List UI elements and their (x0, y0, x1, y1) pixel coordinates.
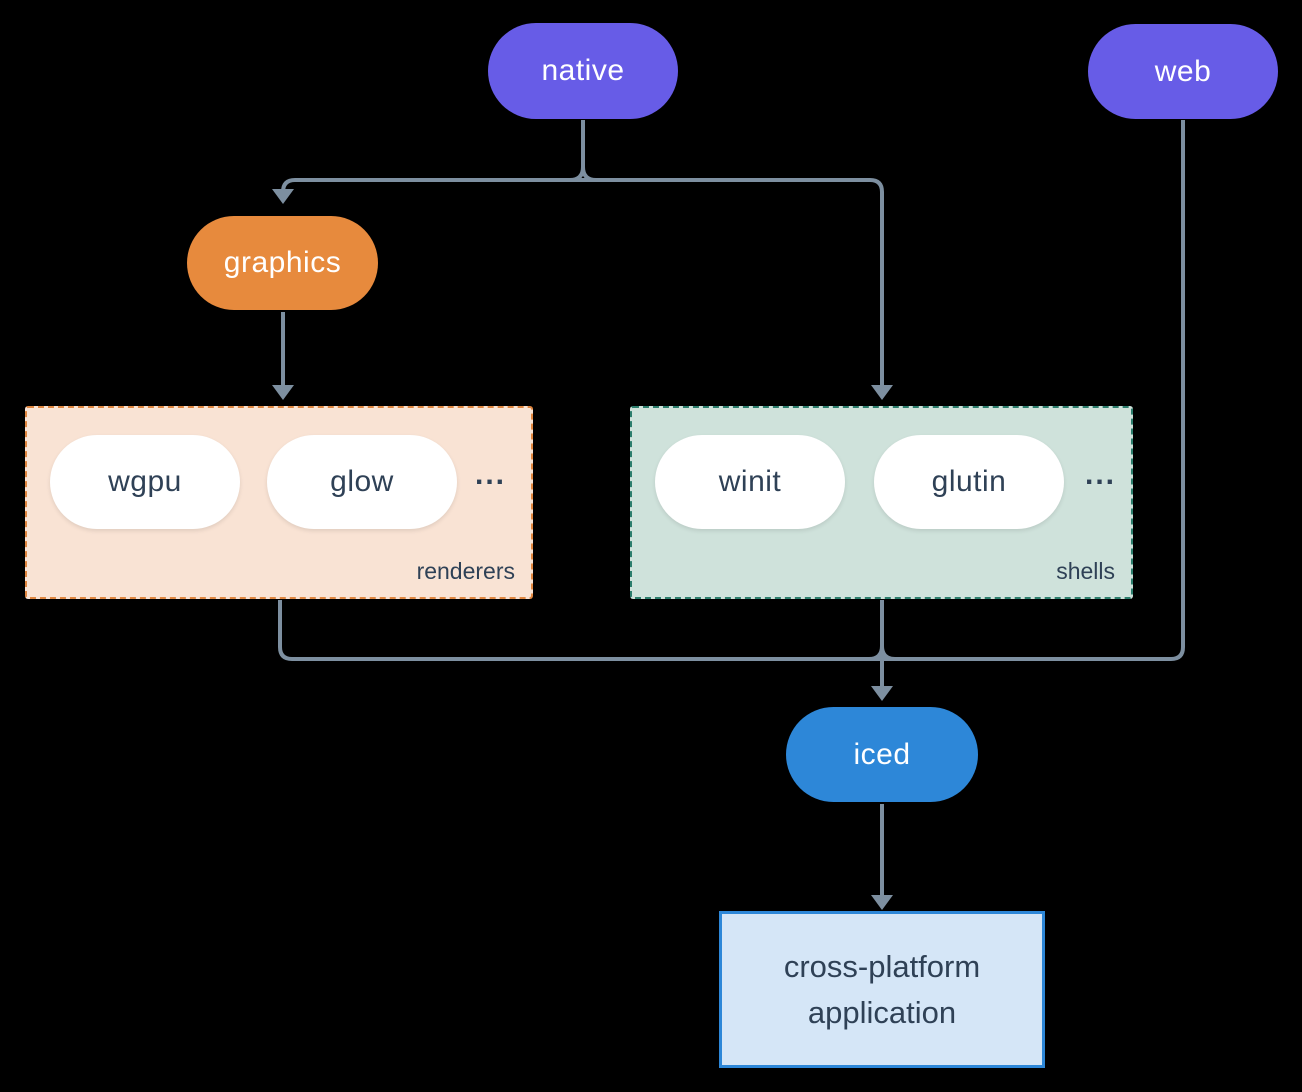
node-native: native (488, 23, 678, 119)
arrowhead-application (871, 895, 893, 910)
node-iced-label: iced (853, 737, 911, 771)
pill-wgpu-label: wgpu (108, 465, 182, 498)
pill-wgpu: wgpu (50, 435, 240, 529)
pill-winit: winit (655, 435, 845, 529)
pill-glow-label: glow (330, 465, 394, 498)
node-cross-platform-application: cross-platform application (719, 911, 1045, 1068)
edge-iced-junction-fillet-left (868, 645, 884, 661)
edge-iced-junction-fillet-right (880, 645, 896, 661)
group-shells: winit glutin ... shells (630, 406, 1133, 599)
shells-group-label: shells (1056, 558, 1115, 584)
node-graphics-label: graphics (223, 246, 342, 279)
node-web: web (1088, 24, 1278, 119)
application-label-line2: application (807, 994, 957, 1030)
group-renderers: wgpu glow ... renderers (25, 406, 533, 599)
edge-native-split-fillet-right (581, 166, 597, 182)
node-native-label: native (541, 54, 625, 87)
application-label-line1: cross-platform (783, 948, 981, 984)
pill-winit-label: winit (718, 465, 782, 498)
node-iced: iced (786, 707, 978, 802)
pill-glutin: glutin (874, 435, 1064, 529)
arrowhead-renderers (272, 385, 294, 400)
renderers-ellipsis: ... (475, 458, 507, 491)
node-graphics: graphics (187, 216, 378, 310)
pill-glow: glow (267, 435, 457, 529)
edge-native-split-fillet-left (569, 166, 585, 182)
node-web-label: web (1154, 54, 1212, 88)
arrowhead-shells (871, 385, 893, 400)
arrowhead-graphics (272, 189, 294, 204)
arrowhead-iced (871, 686, 893, 701)
renderers-group-label: renderers (416, 558, 515, 584)
pill-glutin-label: glutin (931, 465, 1007, 498)
shells-ellipsis: ... (1085, 458, 1117, 491)
